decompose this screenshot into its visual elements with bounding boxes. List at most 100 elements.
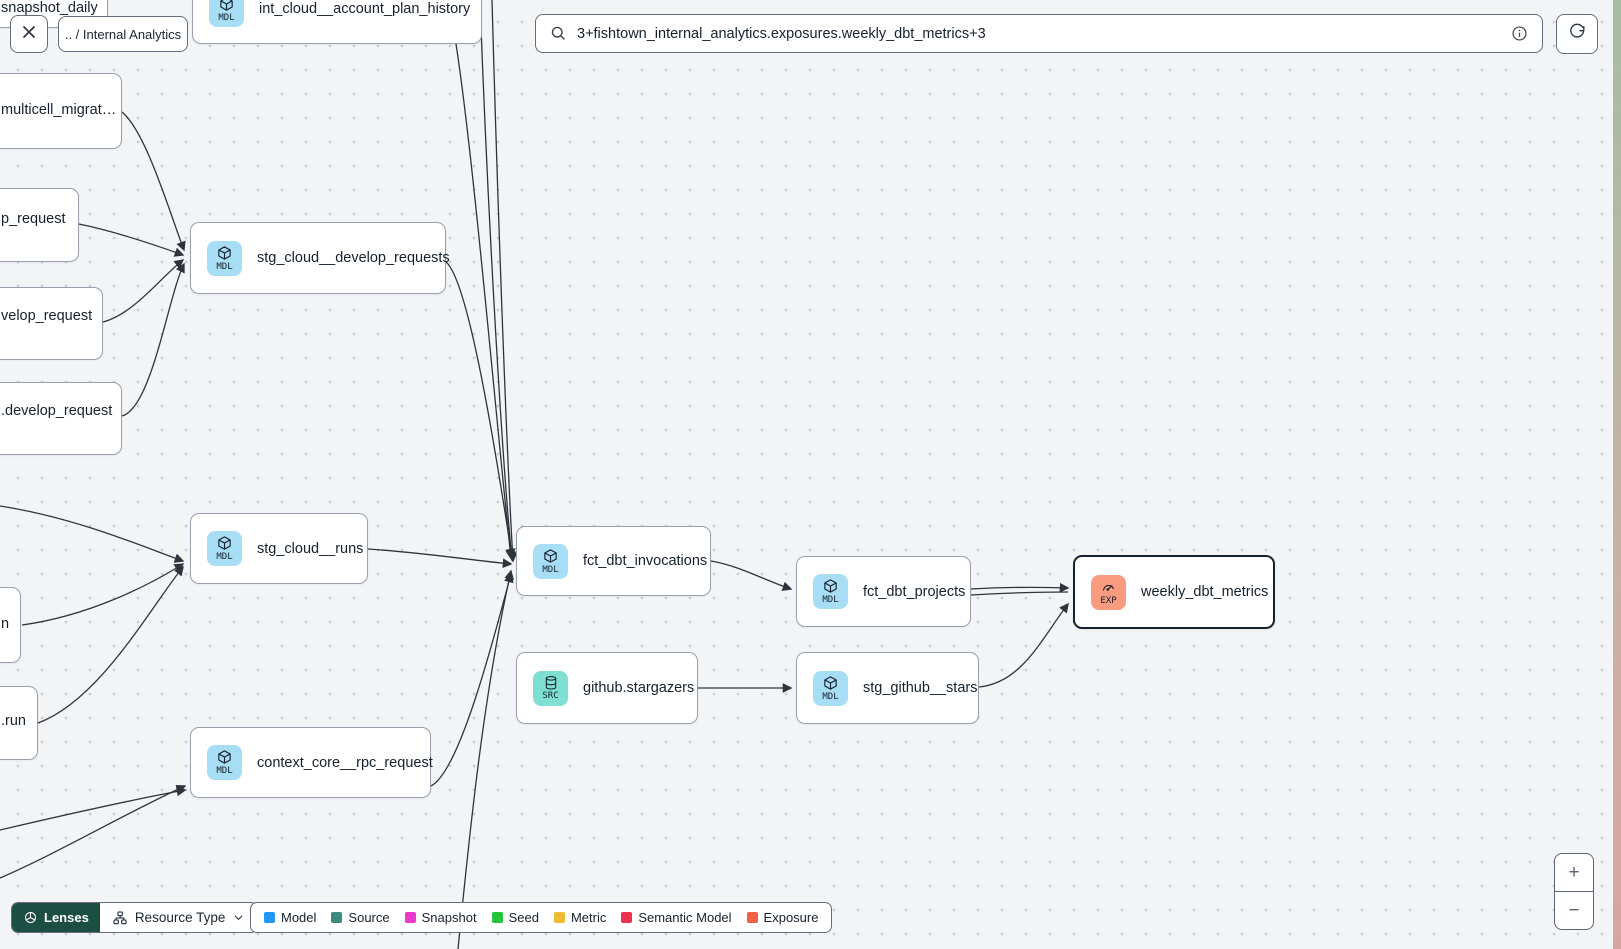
resource-type-legend: Model Source Snapshot Seed Metric Semantic Mo… [250,902,833,933]
lineage-edge [121,262,185,417]
legend-item-exposure: Exposure [746,910,819,925]
node-left-node-run[interactable]: .run [0,686,38,760]
lineage-edge [455,43,515,560]
legend-swatch [331,912,343,923]
legend-item-model: Model [264,910,316,925]
lineage-edge [978,602,1069,688]
legend-swatch [404,912,416,923]
node-label: snapshot_daily [1,0,98,16]
lineage-edge [37,565,184,724]
mdl-badge-icon: MDL [813,670,848,706]
node-fct-dbt-invocations[interactable]: MDL fct_dbt_invocations [516,526,711,596]
src-badge-icon: SRC [533,670,568,706]
node-stg-github-stars[interactable]: MDL stg_github__stars [796,652,979,724]
exp-badge-icon: EXP [1091,574,1126,610]
lenses-button[interactable]: Lenses [12,903,100,932]
info-icon[interactable] [1511,25,1528,42]
node-label: int_cloud__account_plan_history [259,1,471,17]
node-label: n [1,616,10,632]
legend-item-semantic-model: Semantic Model [621,910,732,925]
chevron-down-icon [232,911,245,924]
mdl-badge-icon: MDL [207,745,242,780]
legend-item-snapshot: Snapshot [404,910,477,925]
legend-swatch [621,912,633,923]
legend-swatch [553,912,565,923]
lens-aperture-icon [23,910,38,925]
legend-label: Source [348,910,390,925]
search-input[interactable] [577,25,1501,42]
legend-label: Semantic Model [638,910,732,925]
close-button[interactable] [10,15,48,53]
node-p-request[interactable]: p_request [0,188,79,262]
search-bar [535,14,1543,53]
mdl-badge-icon: MDL [813,574,848,609]
resource-type-dropdown[interactable]: Resource Type [100,903,258,932]
legend-swatch [746,912,758,923]
legend-item-seed: Seed [491,910,539,925]
breadcrumb-label: .. / Internal Analytics [64,26,182,42]
node-weekly-dbt-metrics[interactable]: EXP weekly_dbt_metrics [1073,555,1275,629]
lineage-edge [479,0,517,562]
node-stg-cloud-runs[interactable]: MDL stg_cloud__runs [190,513,368,584]
mdl-badge-icon: MDL [209,0,244,27]
node-label: stg_cloud__develop_requests [257,250,450,266]
node-github-stargazers[interactable]: SRC github.stargazers [516,652,698,724]
node-label: p_request [1,211,66,227]
node-label: stg_github__stars [863,680,978,696]
breadcrumb[interactable]: .. / Internal Analytics [58,16,188,52]
node-label: fct_dbt_invocations [583,553,708,569]
lineage-edge [0,505,185,563]
lineage-edge [491,0,518,563]
lineage-edge [970,591,1069,596]
legend-item-metric: Metric [553,910,607,925]
node-int-cloud-account-plan-history[interactable]: MDL int_cloud__account_plan_history [192,0,482,44]
legend-label: Model [281,910,317,925]
zoom-out-button[interactable]: − [1568,899,1580,921]
node-context-core-rpc-request[interactable]: MDL context_core__rpc_request [190,727,433,798]
node-label: .develop_request [1,403,113,419]
node-label: fct_dbt_projects [863,583,966,600]
zoom-controls: + − [1554,853,1594,930]
node-stg-cloud-develop-requests[interactable]: MDL stg_cloud__develop_requests [190,222,450,294]
lineage-edge [0,786,187,831]
node-label: velop_request [1,308,93,324]
node-label: context_core__rpc_request [257,754,433,771]
node-label: multicell_migrat… [1,102,117,118]
lineage-edge [970,582,1070,593]
node-label: .run [1,713,26,729]
zoom-in-button[interactable]: + [1555,854,1593,892]
lenses-group: Lenses Resource Type [11,902,259,933]
close-icon [21,24,37,45]
legend-swatch [491,912,503,923]
lineage-edge [710,560,793,592]
node-label: github.stargazers [583,680,695,696]
node-velop-request[interactable]: velop_request [0,287,103,360]
node-label: stg_cloud__runs [257,540,364,557]
legend-label: Seed [508,910,539,925]
legend-label: Exposure [763,910,819,925]
legend-swatch [264,912,275,923]
legend-label: Metric [570,910,607,925]
refresh-button[interactable] [1556,14,1598,54]
mdl-badge-icon: MDL [533,543,568,579]
lineage-edge [121,111,186,252]
node-multicell-migrat[interactable]: multicell_migrat… [0,73,122,149]
lenses-label: Lenses [44,910,89,925]
background-window-edge [1613,0,1621,949]
refresh-icon [1568,22,1587,46]
node-develop-request[interactable]: .develop_request [0,382,122,455]
search-icon [550,25,567,42]
resource-type-icon [112,910,128,926]
mdl-badge-icon: MDL [207,531,242,566]
node-left-node-n[interactable]: n [0,587,21,663]
node-fct-dbt-projects[interactable]: MDL fct_dbt_projects [796,556,971,627]
legend-item-source: Source [331,910,390,925]
node-label: weekly_dbt_metrics [1141,584,1269,600]
legend-label: Snapshot [421,910,477,925]
mdl-badge-icon: MDL [207,240,242,276]
lineage-edge [367,548,513,569]
lineage-edge [78,223,185,257]
